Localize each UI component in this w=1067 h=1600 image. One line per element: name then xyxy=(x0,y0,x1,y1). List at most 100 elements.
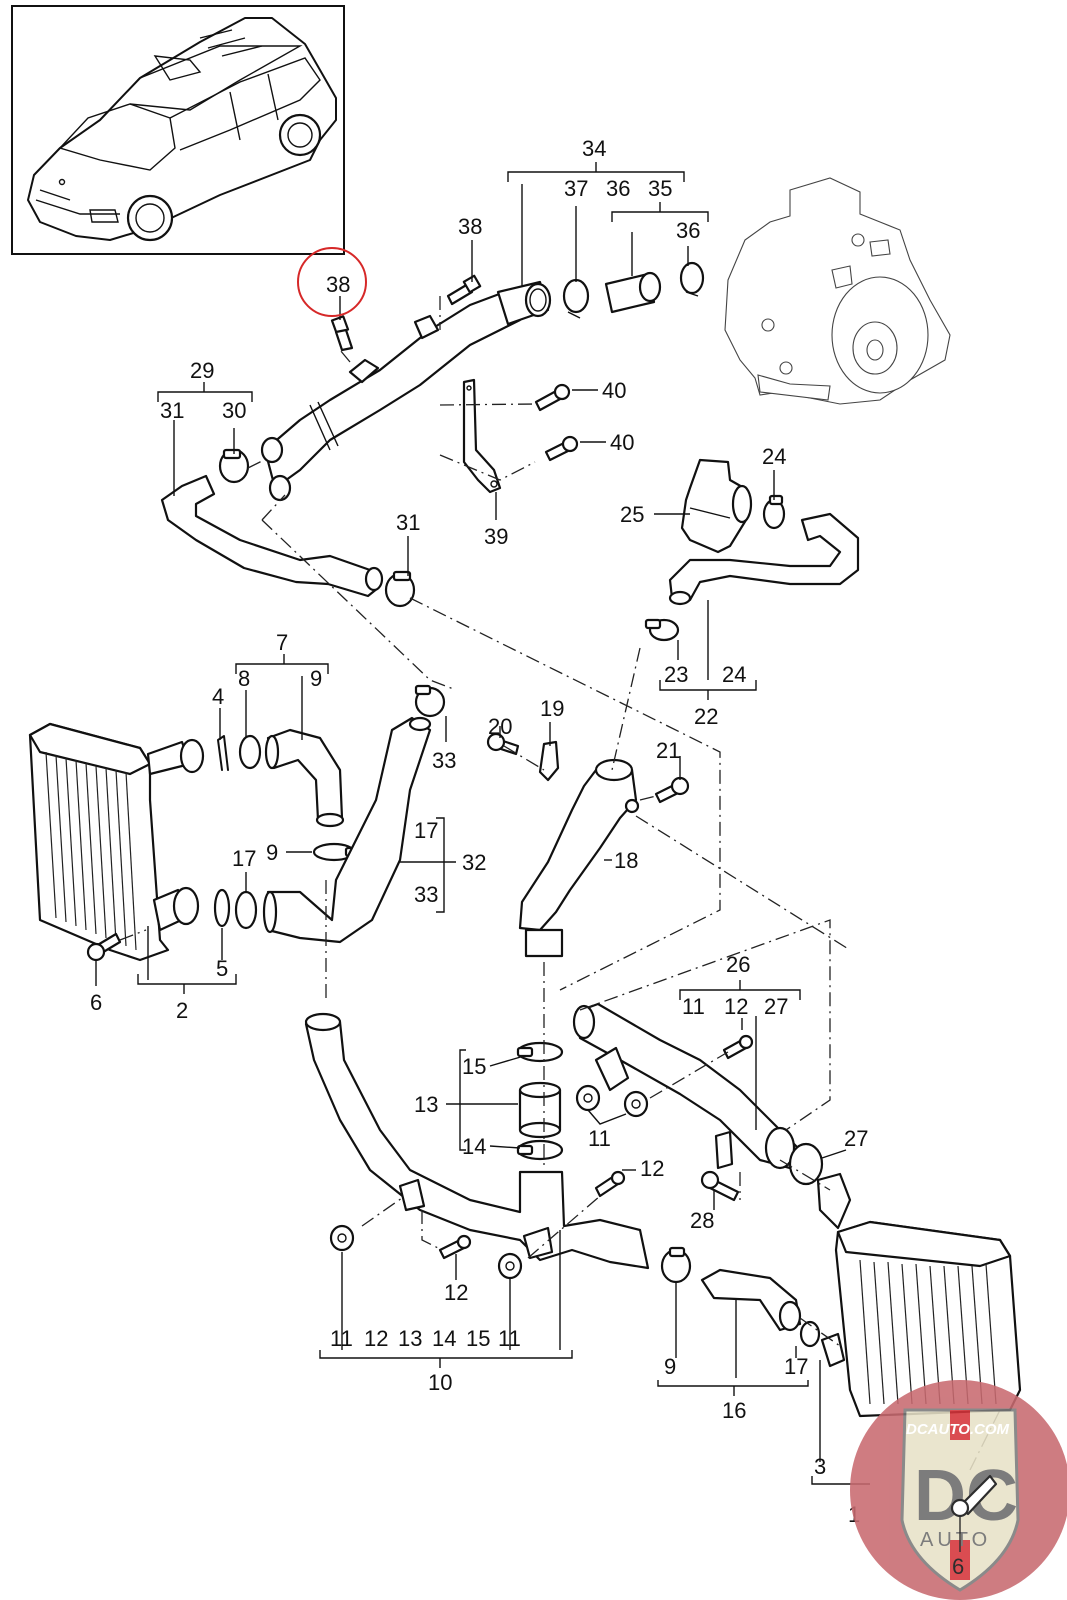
left-intercooler-icon xyxy=(28,722,205,962)
callout-35: 35 xyxy=(648,176,672,201)
callout-31-b: 31 xyxy=(396,510,420,535)
callout-25: 25 xyxy=(620,502,644,527)
callout-20: 20 xyxy=(488,714,512,739)
callout-36-a: 36 xyxy=(606,176,630,201)
callout-10: 10 xyxy=(428,1370,452,1395)
callout-38-highlighted[interactable]: 38 xyxy=(326,272,350,297)
callout-38-a: 38 xyxy=(458,214,482,239)
dcauto-watermark: DCAUTO.COM DC AUTO 6 xyxy=(850,1380,1067,1600)
callout-32: 32 xyxy=(462,850,486,875)
bolt-21-icon xyxy=(654,776,690,804)
callout-4: 4 xyxy=(212,684,224,709)
callout-12-a: 12 xyxy=(724,994,748,1019)
o-ring-27-icon xyxy=(788,1142,824,1186)
callout-28: 28 xyxy=(690,1208,714,1233)
bolt-12-right-icon xyxy=(594,1170,626,1198)
throttle-body-25-icon xyxy=(680,458,753,554)
callout-30: 30 xyxy=(222,398,246,423)
callout-22: 22 xyxy=(694,704,718,729)
callout-2: 2 xyxy=(176,998,188,1023)
hose-22-icon xyxy=(668,512,860,606)
bolt-40-upper-icon xyxy=(534,383,571,412)
hose-16-icon xyxy=(700,1268,802,1332)
callout-10-part-12: 12 xyxy=(364,1326,388,1351)
callout-17-c: 17 xyxy=(784,1354,808,1379)
lower-pipe-10-icon xyxy=(304,1012,650,1270)
elbow-hose-9-icon xyxy=(264,728,345,828)
hose-clamp-33-icon xyxy=(414,684,446,718)
callout-23: 23 xyxy=(664,662,688,687)
callout-14: 14 xyxy=(462,1134,486,1159)
callout-12-c: 12 xyxy=(444,1280,468,1305)
callout-31-a: 31 xyxy=(160,398,184,423)
o-ring-17-icon xyxy=(234,890,258,930)
hose-clamp-36-icon xyxy=(679,261,705,297)
clip-4-icon xyxy=(217,735,229,771)
callout-37: 37 xyxy=(564,176,588,201)
callout-40-a: 40 xyxy=(602,378,626,403)
callout-39: 39 xyxy=(484,524,508,549)
callout-12-b: 12 xyxy=(640,1156,664,1181)
callout-11-b: 11 xyxy=(588,1126,611,1151)
callout-17-a: 17 xyxy=(232,846,256,871)
watermark-logo-word: AUTO xyxy=(920,1529,991,1551)
callout-9-a: 9 xyxy=(310,666,322,691)
grommet-11-c-icon xyxy=(329,1224,355,1252)
callout-27-b: 27 xyxy=(844,1126,868,1151)
watermark-site: DCAUTO.COM xyxy=(906,1421,1010,1438)
hose-clamp-14-icon xyxy=(516,1139,564,1161)
callout-16: 16 xyxy=(722,1398,746,1423)
callout-10-part-13: 13 xyxy=(398,1326,422,1351)
bolt-12-upper-icon xyxy=(722,1034,754,1060)
right-intercooler-icon xyxy=(816,1172,1022,1418)
callout-18: 18 xyxy=(614,848,638,873)
callout-13: 13 xyxy=(414,1092,438,1117)
hose-clamp-37-icon xyxy=(562,278,590,319)
seal-5-icon xyxy=(213,888,231,928)
upper-charge-pipe xyxy=(260,280,552,502)
crossover-pipe-27-icon xyxy=(572,1002,802,1170)
watermark-logo-letters: DC xyxy=(914,1456,1018,1536)
callout-24-a: 24 xyxy=(762,444,786,469)
hose-clamp-15-icon xyxy=(516,1041,564,1063)
turbocharger-illustration-icon xyxy=(724,177,951,405)
charge-pipe-18-icon xyxy=(518,758,640,958)
callout-6-b: 6 xyxy=(952,1554,964,1579)
callout-9-c: 9 xyxy=(664,1354,676,1379)
callout-6-a: 6 xyxy=(90,990,102,1015)
callout-27-a: 27 xyxy=(764,994,788,1019)
callout-36-b: 36 xyxy=(676,218,700,243)
callout-10-part-15: 15 xyxy=(466,1326,490,1351)
callout-19: 19 xyxy=(540,696,564,721)
hose-clamp-24-icon xyxy=(762,494,786,530)
callout-34: 34 xyxy=(582,136,606,161)
callout-29: 29 xyxy=(190,358,214,383)
grommet-11-d-icon xyxy=(497,1252,523,1280)
o-ring-8-icon xyxy=(238,734,262,770)
grommet-11-b-icon xyxy=(623,1090,649,1118)
bolt-6-right-icon xyxy=(950,1474,998,1518)
bracket-39-icon xyxy=(462,378,502,494)
callout-5: 5 xyxy=(216,956,228,981)
callout-21: 21 xyxy=(656,738,680,763)
bolt-38-highlighted-icon xyxy=(330,315,354,352)
rubber-sleeve-35-icon xyxy=(604,271,662,314)
callout-10-part-11-a: 11 xyxy=(330,1326,353,1351)
o-ring-17-lower-icon xyxy=(799,1320,821,1348)
callout-24-b: 24 xyxy=(722,662,746,687)
hose-32-icon xyxy=(262,716,432,944)
hose-clamp-9-lower-icon xyxy=(660,1246,692,1284)
callout-11-a: 11 xyxy=(682,994,705,1019)
grommet-11-a-icon xyxy=(575,1084,601,1112)
callout-9-b: 9 xyxy=(266,840,278,865)
callout-15: 15 xyxy=(462,1054,486,1079)
callout-8: 8 xyxy=(238,666,250,691)
hose-clamp-30-icon xyxy=(218,448,250,484)
hose-clamp-23-icon xyxy=(644,618,680,642)
vehicle-inset xyxy=(11,5,345,255)
hose-31-icon xyxy=(160,474,384,598)
callout-17-b: 17 xyxy=(414,818,438,843)
bolt-28-icon xyxy=(700,1170,740,1202)
bolt-12-left-icon xyxy=(438,1234,472,1260)
